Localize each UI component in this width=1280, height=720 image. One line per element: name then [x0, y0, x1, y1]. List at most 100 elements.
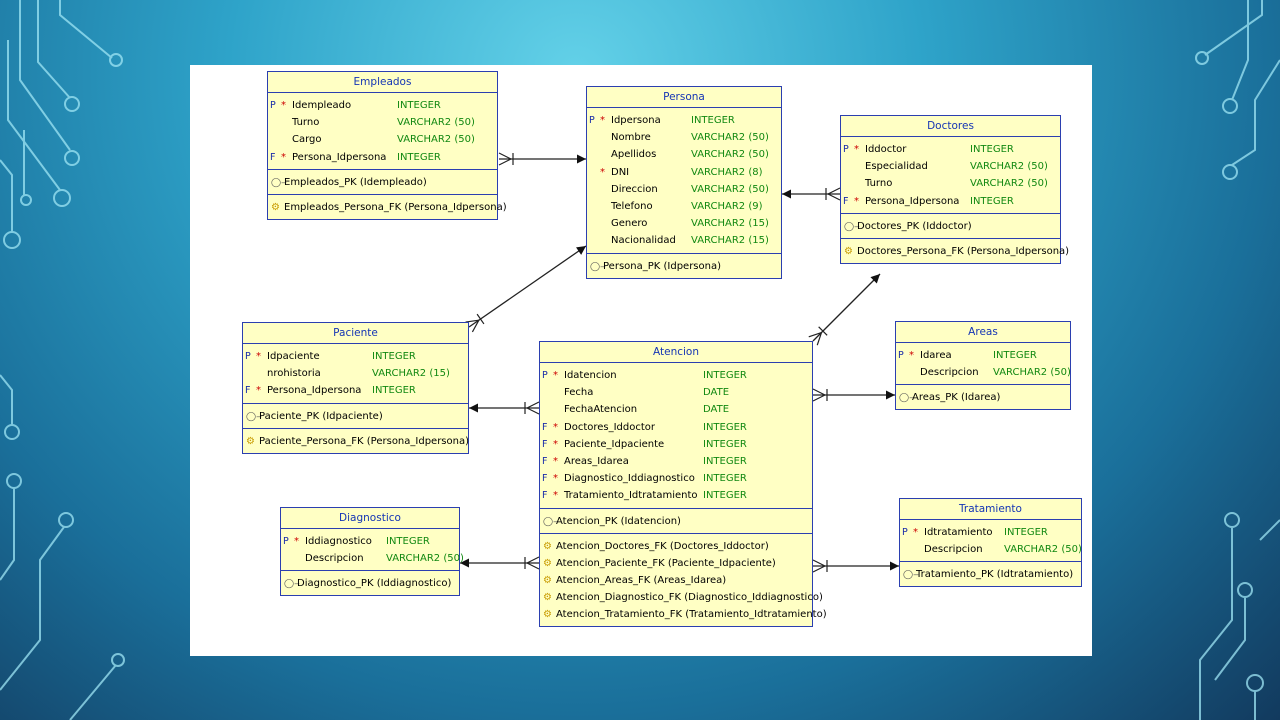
- primary-key-label: Empleados_PK (Idempleado): [284, 176, 427, 188]
- column-type: DATE: [703, 404, 730, 416]
- table-title: Paciente: [243, 323, 468, 344]
- column-type: INTEGER: [1004, 527, 1048, 538]
- primary-key-section: ◯‒Tratamiento_PK (Idtratamiento): [900, 562, 1081, 586]
- column-type: INTEGER: [703, 370, 747, 381]
- primary-key-row[interactable]: ◯‒Atencion_PK (Idatencion): [540, 513, 812, 530]
- foreign-key-icon: ⚙: [543, 540, 552, 552]
- key-marker: F: [542, 455, 548, 467]
- column-type: INTEGER: [372, 351, 416, 362]
- mandatory-marker: *: [256, 385, 261, 397]
- key-icon: ◯‒: [246, 411, 262, 422]
- primary-key-row[interactable]: ◯‒Persona_PK (Idpersona): [587, 258, 781, 275]
- column-type: VARCHAR2 (50): [691, 183, 769, 195]
- foreign-key-section: ⚙Empleados_Persona_FK (Persona_Idpersona…: [268, 195, 507, 219]
- foreign-key-row[interactable]: ⚙Paciente_Persona_FK (Persona_Idpersona): [243, 433, 469, 450]
- column-name: Idtratamiento: [924, 527, 993, 538]
- column-name: Persona_Idpersona: [292, 151, 387, 163]
- mandatory-marker: *: [600, 115, 605, 126]
- table-title: Empleados: [268, 72, 497, 93]
- table-title: Doctores: [841, 116, 1060, 137]
- foreign-key-row[interactable]: ⚙Empleados_Persona_FK (Persona_Idpersona…: [268, 199, 507, 216]
- foreign-key-row[interactable]: ⚙ Doctores_Persona_FK (Persona_Idpersona): [841, 243, 1069, 260]
- foreign-key-row[interactable]: ⚙Atencion_Paciente_FK (Paciente_Idpacien…: [540, 555, 812, 572]
- column-name: Paciente_Idpaciente: [564, 438, 665, 450]
- foreign-key-row[interactable]: ⚙Atencion_Doctores_FK (Doctores_Iddoctor…: [540, 538, 812, 555]
- column-name: Apellidos: [611, 149, 657, 161]
- key-marker: P: [542, 370, 548, 381]
- column-name: Idempleado: [292, 100, 352, 111]
- column-name: Iddoctor: [865, 144, 907, 155]
- relationship-atencion-tratamiento: [812, 559, 899, 573]
- foreign-key-row[interactable]: ⚙Atencion_Tratamiento_FK (Tratamiento_Id…: [540, 606, 827, 623]
- foreign-key-section: ⚙ Doctores_Persona_FK (Persona_Idpersona): [841, 239, 1069, 263]
- column-type: VARCHAR2 (50): [691, 132, 769, 144]
- foreign-key-label: Doctores_Persona_FK (Persona_Idpersona): [857, 245, 1070, 257]
- primary-key-label: Diagnostico_PK (Iddiagnostico): [297, 578, 452, 590]
- column-name: Idatencion: [564, 370, 617, 381]
- foreign-key-icon: ⚙: [844, 245, 853, 257]
- foreign-key-icon: ⚙: [543, 557, 552, 569]
- foreign-key-row[interactable]: ⚙Atencion_Areas_FK (Areas_Idarea): [540, 572, 812, 589]
- primary-key-row[interactable]: ◯‒Areas_PK (Idarea): [896, 389, 1070, 406]
- table-title: Tratamiento: [900, 499, 1081, 520]
- column-name: Diagnostico_Iddiagnostico: [564, 473, 695, 485]
- column-name: Idarea: [920, 350, 952, 361]
- column-type: INTEGER: [397, 100, 441, 111]
- foreign-key-row[interactable]: ⚙Atencion_Diagnostico_FK (Diagnostico_Id…: [540, 589, 823, 606]
- primary-key-row[interactable]: ◯‒Tratamiento_PK (Idtratamiento): [900, 566, 1081, 583]
- primary-key-row[interactable]: ◯‒Paciente_PK (Idpaciente): [243, 408, 468, 425]
- primary-key-row[interactable]: ◯‒Doctores_PK (Iddoctor): [841, 218, 1060, 235]
- table-title: Persona: [587, 87, 781, 108]
- mandatory-marker: *: [854, 144, 859, 155]
- primary-key-row[interactable]: ◯‒Diagnostico_PK (Iddiagnostico): [281, 575, 459, 592]
- primary-key-row[interactable]: ◯‒Empleados_PK (Idempleado): [268, 174, 497, 191]
- column-type: VARCHAR2 (15): [372, 368, 450, 380]
- table-title: Diagnostico: [281, 508, 459, 529]
- key-marker: P: [902, 527, 908, 538]
- column-name: Tratamiento_Idtratamiento: [564, 490, 698, 502]
